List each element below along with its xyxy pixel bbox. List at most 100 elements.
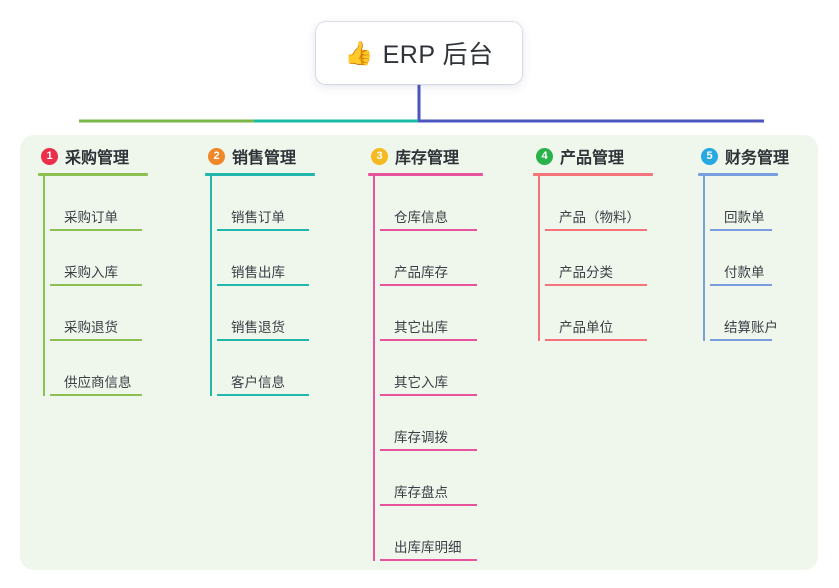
leaf-item-label: 销售订单 — [231, 210, 285, 225]
branch-header-5[interactable]: 5 财务管理 — [698, 144, 818, 168]
leaf-item-rule — [380, 284, 477, 286]
leaf-item-rule — [710, 339, 772, 341]
leaf-item-rule — [380, 339, 477, 341]
leaf-item[interactable]: 产品库存 — [380, 231, 523, 286]
branch-spine-4 — [538, 176, 540, 341]
leaf-item-label: 产品分类 — [559, 265, 613, 280]
branch-badge-1: 1 — [41, 147, 58, 165]
leaf-item-rule — [50, 284, 142, 286]
leaf-item-rule — [217, 339, 309, 341]
leaf-item[interactable]: 结算账户 — [710, 286, 818, 341]
leaf-item-label: 采购入库 — [64, 265, 118, 280]
branch-spine-3 — [373, 176, 375, 561]
branch-items-4: 产品（物料） 产品分类产品单位 — [533, 176, 693, 341]
leaf-item-rule — [217, 394, 309, 396]
branch-badge-2: 2 — [208, 147, 225, 165]
leaf-item-rule — [217, 284, 309, 286]
leaf-item-label: 采购订单 — [64, 210, 118, 225]
branch-header-1[interactable]: 1 采购管理 — [38, 144, 188, 168]
branch-spine-2 — [210, 176, 212, 396]
leaf-item[interactable]: 采购订单 — [50, 176, 188, 231]
leaf-item[interactable]: 回款单 — [710, 176, 818, 231]
leaf-item[interactable]: 库存调拨 — [380, 396, 523, 451]
leaf-item-rule — [50, 394, 142, 396]
branch-title-1: 采购管理 — [65, 150, 130, 167]
branch-title-2: 销售管理 — [232, 150, 297, 167]
leaf-item[interactable]: 客户信息 — [217, 341, 355, 396]
branch-column-5[interactable]: 5 财务管理回款单付款单结算账户 — [698, 144, 818, 341]
branch-spine-5 — [703, 176, 705, 341]
leaf-item[interactable]: 销售出库 — [217, 231, 355, 286]
leaf-item-rule — [380, 449, 477, 451]
branch-column-4[interactable]: 4 产品管理产品（物料） 产品分类产品单位 — [533, 144, 693, 341]
branch-badge-5: 5 — [701, 147, 718, 165]
branch-rule-2 — [205, 173, 315, 176]
leaf-item-label: 付款单 — [724, 265, 765, 280]
branch-rule-3 — [368, 173, 483, 176]
leaf-item-rule — [380, 504, 477, 506]
leaf-item-rule — [380, 229, 477, 231]
leaf-item-label: 客户信息 — [231, 375, 285, 390]
leaf-item-label: 供应商信息 — [64, 375, 132, 390]
root-node[interactable]: 👍 ERP 后台 — [316, 22, 522, 84]
leaf-item-rule — [380, 394, 477, 396]
leaf-item[interactable]: 库存盘点 — [380, 451, 523, 506]
branch-column-1[interactable]: 1 采购管理采购订单采购入库采购退货供应商信息 — [38, 144, 188, 396]
leaf-item-rule — [545, 339, 647, 341]
leaf-item-rule — [50, 229, 142, 231]
leaf-item-rule — [545, 284, 647, 286]
leaf-item-label: 采购退货 — [64, 320, 118, 335]
leaf-item-label: 产品（物料） — [559, 210, 640, 225]
leaf-item-label: 库存调拨 — [394, 430, 448, 445]
leaf-item[interactable]: 付款单 — [710, 231, 818, 286]
leaf-item[interactable]: 采购退货 — [50, 286, 188, 341]
branch-rule-4 — [533, 173, 653, 176]
branch-items-3: 仓库信息产品库存其它出库其它入库库存调拨库存盘点出库库明细 — [368, 176, 523, 561]
branch-header-4[interactable]: 4 产品管理 — [533, 144, 693, 168]
leaf-item-label: 仓库信息 — [394, 210, 448, 225]
leaf-item-label: 产品库存 — [394, 265, 448, 280]
leaf-item[interactable]: 产品分类 — [545, 231, 693, 286]
thumbs-up-icon: 👍 — [344, 39, 374, 66]
leaf-item-label: 其它出库 — [394, 320, 448, 335]
branch-header-2[interactable]: 2 销售管理 — [205, 144, 355, 168]
leaf-item[interactable]: 产品（物料） — [545, 176, 693, 231]
leaf-item-rule — [380, 559, 477, 561]
leaf-item-label: 销售出库 — [231, 265, 285, 280]
branch-items-1: 采购订单采购入库采购退货供应商信息 — [38, 176, 188, 396]
branch-spine-1 — [43, 176, 45, 396]
leaf-item[interactable]: 出库库明细 — [380, 506, 523, 561]
leaf-item-label: 销售退货 — [231, 320, 285, 335]
leaf-item-label: 回款单 — [724, 210, 765, 225]
leaf-item-rule — [710, 229, 772, 231]
leaf-item[interactable]: 供应商信息 — [50, 341, 188, 396]
root-node-title: ERP 后台 — [382, 41, 494, 69]
leaf-item-label: 出库库明细 — [394, 540, 462, 555]
leaf-item[interactable]: 销售退货 — [217, 286, 355, 341]
leaf-item[interactable]: 采购入库 — [50, 231, 188, 286]
branch-items-2: 销售订单销售出库销售退货客户信息 — [205, 176, 355, 396]
branch-badge-3: 3 — [371, 147, 388, 165]
diagram-panel — [20, 135, 818, 570]
leaf-item-label: 其它入库 — [394, 375, 448, 390]
leaf-item-rule — [545, 229, 647, 231]
branch-title-4: 产品管理 — [560, 150, 625, 167]
leaf-item-label: 库存盘点 — [394, 485, 448, 500]
leaf-item[interactable]: 产品单位 — [545, 286, 693, 341]
leaf-item-rule — [217, 229, 309, 231]
leaf-item-label: 结算账户 — [724, 320, 778, 335]
root-node-label: 👍 ERP 后台 — [344, 35, 493, 71]
branch-column-3[interactable]: 3 库存管理仓库信息产品库存其它出库其它入库库存调拨库存盘点出库库明细 — [368, 144, 523, 561]
leaf-item-rule — [710, 284, 772, 286]
leaf-item[interactable]: 其它出库 — [380, 286, 523, 341]
leaf-item[interactable]: 其它入库 — [380, 341, 523, 396]
branch-badge-4: 4 — [536, 147, 553, 165]
leaf-item-rule — [50, 339, 142, 341]
leaf-item-label: 产品单位 — [559, 320, 613, 335]
leaf-item[interactable]: 销售订单 — [217, 176, 355, 231]
branch-title-3: 库存管理 — [395, 150, 460, 167]
branch-column-2[interactable]: 2 销售管理销售订单销售出库销售退货客户信息 — [205, 144, 355, 396]
leaf-item[interactable]: 仓库信息 — [380, 176, 523, 231]
branch-title-5: 财务管理 — [725, 150, 790, 167]
branch-header-3[interactable]: 3 库存管理 — [368, 144, 523, 168]
